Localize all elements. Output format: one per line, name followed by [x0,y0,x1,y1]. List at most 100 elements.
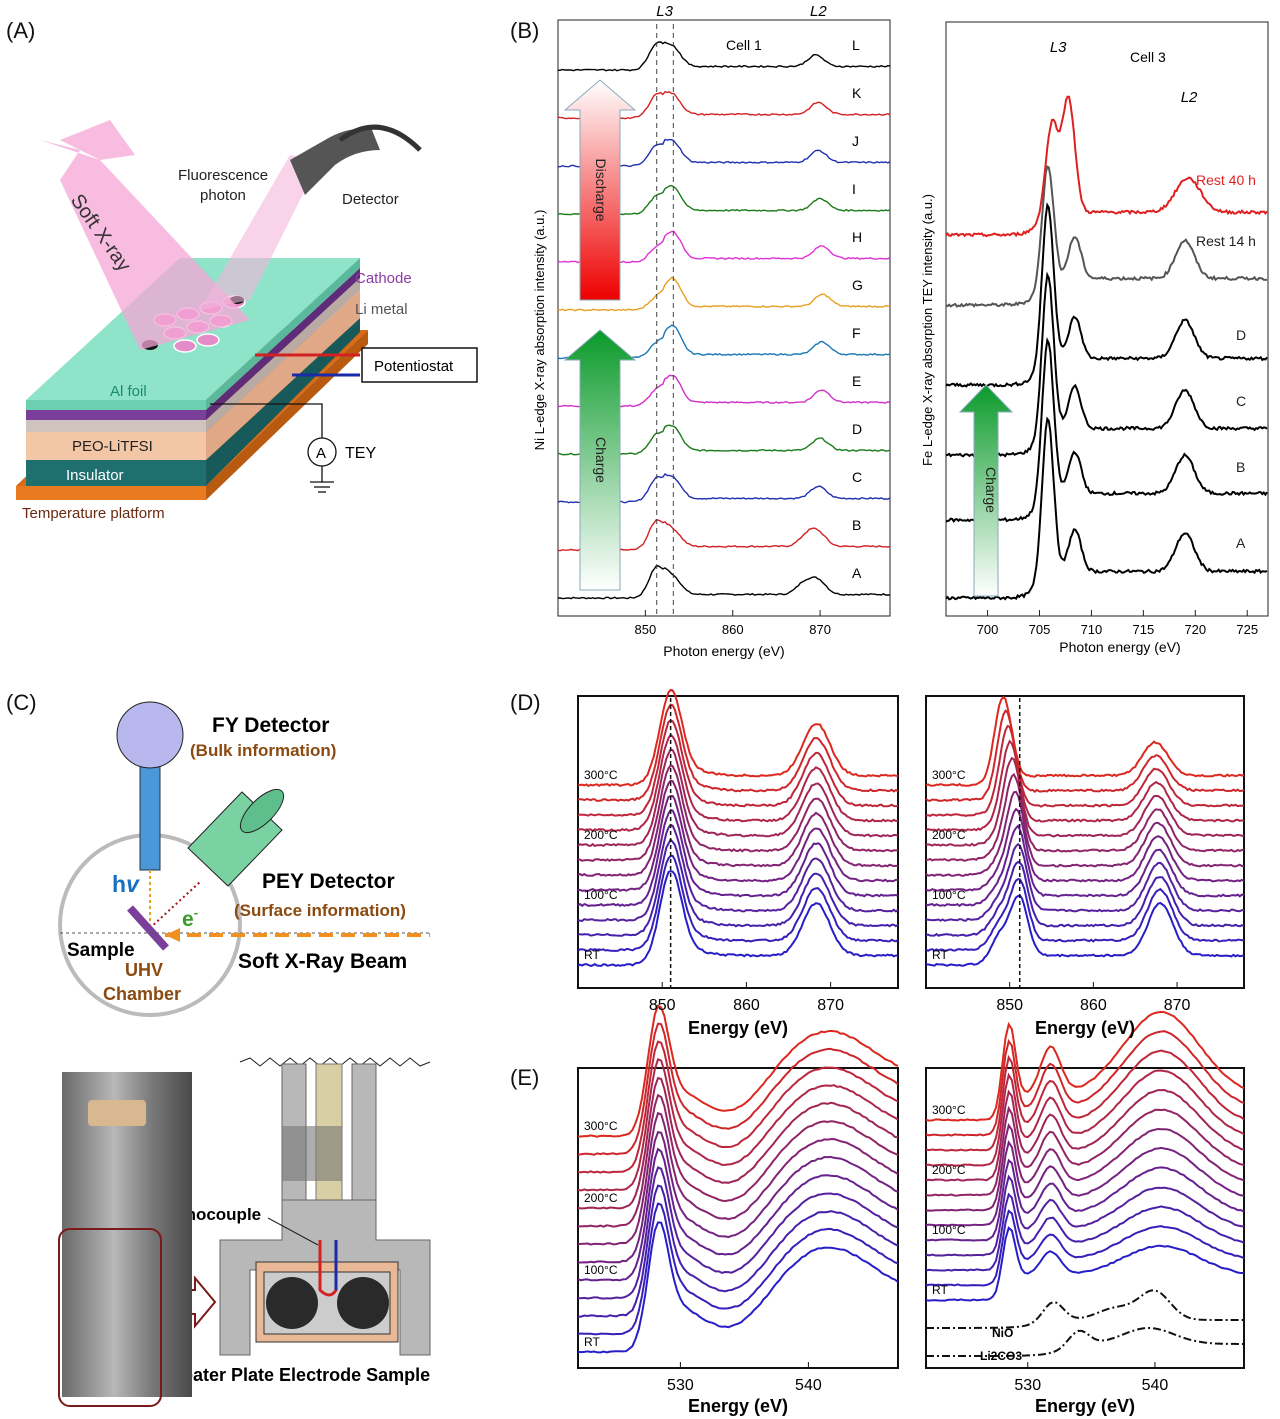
e2-curve [925,1105,1245,1197]
d2-curve [925,824,1245,908]
peo-side [206,290,360,460]
d2-temp-label: 300°C [932,768,966,782]
platform-side [206,330,368,500]
label-platform: Temperature platform [22,505,165,522]
b1-xlabel: Photon energy (eV) [663,643,784,659]
d2-xlabel: Energy (eV) [1035,1018,1135,1038]
e1-temp-label: 100°C [584,1263,618,1277]
fluorescence-cone [200,155,320,310]
label-electron: e- [182,905,198,931]
label-peo: PEO-LiTFSI [72,438,153,455]
d2-xtick-label: 850 [996,997,1023,1014]
e1-temp-label: RT [584,1335,600,1349]
xray-beam-tail [60,120,135,160]
li-front [26,420,206,432]
sample-plate [127,905,169,951]
b2-curve [945,202,1268,388]
e1-curve [577,1022,899,1156]
label-detector: Detector [342,191,399,208]
e1-temp-label: 200°C [584,1191,618,1205]
b2-xtick-label: 700 [977,622,999,637]
peo-front [26,432,206,460]
b2-curve-label: A [1236,535,1246,551]
hv-h: h [112,871,126,897]
e2-curve [925,1209,1245,1287]
b2-curve [945,416,1268,601]
label-charge-b1: Charge [593,437,609,483]
d2-curve [925,878,1245,952]
b2-xtick-label: 725 [1236,622,1258,637]
panel-c-letter: (C) [6,690,37,715]
d1-xtick-label: 860 [733,997,760,1014]
d2-curve [925,807,1245,892]
panel-c-diagram: FY Detector (Bulk information) PEY Detec… [58,701,431,1385]
b1-xtick-label: 870 [809,622,831,637]
alfoil-front [26,400,206,410]
insulator-side [206,318,360,486]
label-surface: (Surface information) [234,901,406,920]
d1-curve [577,794,898,892]
label-bulk: (Bulk information) [190,741,336,760]
b1-curve-A [557,565,891,600]
d1-temp-label: 300°C [584,768,618,782]
cathode-side [206,268,360,420]
d2-temp-label: 200°C [932,828,966,842]
d1-axes [577,695,899,989]
d1-xlabel: Energy (eV) [688,1018,788,1038]
d1-curve [577,779,899,877]
sample-disc-left [266,1277,318,1329]
label-fluorescence: Fluorescence [178,167,268,184]
d2-curve [926,842,1244,922]
b2-curve-label: Rest 14 h [1196,233,1256,249]
b2-xtick-label: 710 [1081,622,1103,637]
e2-temp-label: 200°C [932,1163,966,1177]
b2-ylabel: Fe L-edge X-ray absorption TEY intensity… [920,194,935,466]
b2-xlabel: Photon energy (eV) [1059,639,1180,655]
alfoil-side [206,258,360,410]
label-potentiostat: Potentiostat [374,358,454,375]
d1-curve [577,823,899,923]
b1-curve-label: A [852,565,862,581]
heater-photo [62,1072,192,1397]
label-hv: hv [112,871,140,897]
d2-curve [925,772,1245,862]
b2-curve-label: Rest 40 h [1196,172,1256,188]
label-discharge: Discharge [593,158,609,221]
b1-curve-label: B [852,517,861,533]
b1-curve-label: I [852,181,856,197]
label-li-metal: Li metal [355,301,408,318]
d2-temp-label: 100°C [932,888,966,902]
d1-curve [577,764,899,862]
e2-ref-li2co3 [926,1326,1244,1357]
d2-temp-label: RT [932,948,948,962]
panel-a-letter: (A) [6,18,36,43]
e1-curve [577,1166,899,1300]
e2-curve [925,1030,1245,1137]
b1-curve-label: D [852,421,862,437]
b1-axes [557,19,891,617]
e1-curve [577,1040,899,1174]
e2-curve [925,1049,1245,1152]
b1-curve-label: F [852,325,861,341]
b1-l3-label: L3 [656,3,673,20]
photo-highlight [58,1228,162,1407]
e1-curve [578,1184,899,1318]
d1-temp-label: 200°C [584,828,618,842]
label-beam: Soft X-Ray Beam [238,950,407,973]
e2-xtick-label: 540 [1142,1377,1169,1394]
d1-curve [578,703,899,803]
d2-axes [925,695,1245,989]
d1-temp-label: RT [584,948,600,962]
label-uhv: UHV [125,960,163,980]
b2-curve [945,271,1268,458]
b1-curve-label: G [852,277,863,293]
b2-curve-label: D [1236,327,1246,343]
platform-front [16,486,206,500]
cathode-front [26,410,206,420]
label-photon: photon [200,187,246,204]
d2-curve [925,860,1245,937]
e2-curve [925,1123,1245,1212]
d2-curve [925,695,1245,787]
b2-curve [945,165,1268,308]
e2-ref-nio [926,1289,1244,1329]
